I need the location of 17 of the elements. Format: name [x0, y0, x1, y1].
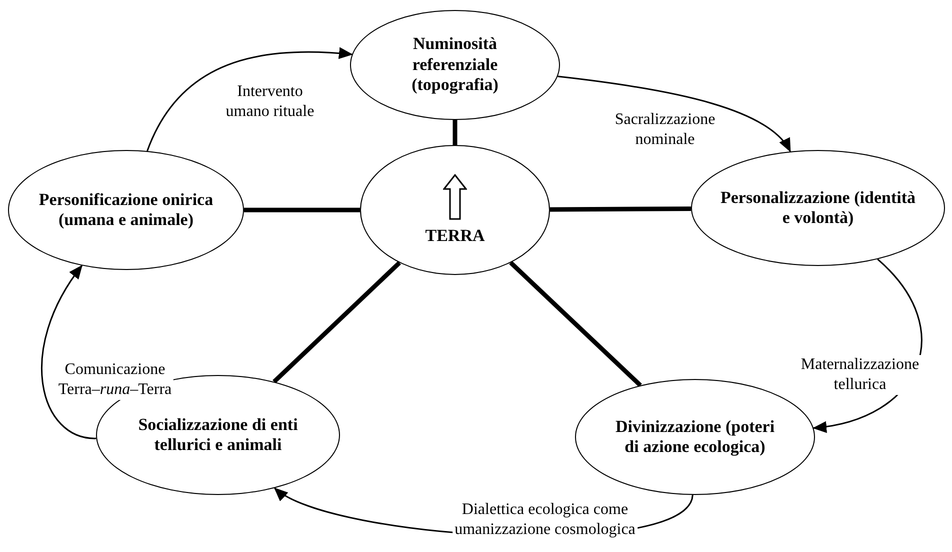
node-label: Divinizzazione (poteri di azione ecologica) [614, 416, 776, 458]
curved-arrow [146, 47, 353, 152]
curved-arrow [558, 76, 791, 152]
node-label: Personalizzazione (identità e volontà) [720, 188, 916, 228]
connector-line [509, 261, 642, 387]
connector-line [452, 120, 458, 145]
node-label: Personificazione onirica (umana e animale) [38, 190, 214, 230]
edge-label: Maternalizzazione tellurica [798, 355, 922, 395]
connector-line [244, 208, 360, 212]
node-label: Numinosità referenziale (topografia) [410, 34, 500, 96]
connector-line [550, 206, 692, 212]
edge-label: Comunicazione Terra–runa–Terra [56, 360, 174, 400]
node-label: TERRA [425, 226, 485, 246]
edge-label: Dialettica ecologica come umanizzazione cosmologica [452, 500, 638, 540]
connector-line [272, 261, 401, 384]
curved-arrow [41, 264, 96, 440]
node-label: Socializzazione di enti tellurici e animali [137, 414, 299, 456]
